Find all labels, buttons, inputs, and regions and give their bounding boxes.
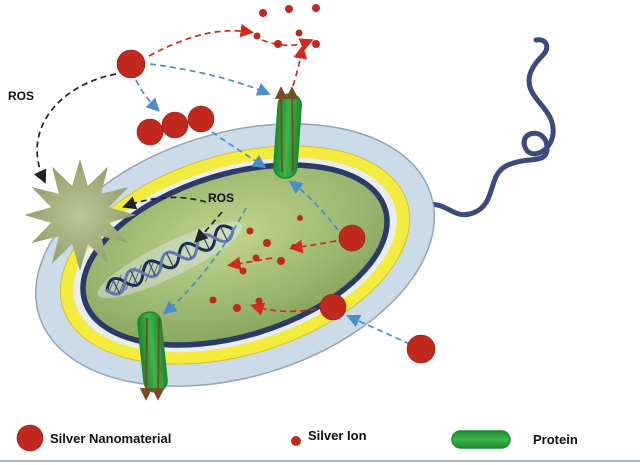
silver-nanoparticle [116,49,146,79]
silver-ion [233,304,241,312]
protein-channel-bottom-flux [139,317,165,401]
silver-ion [246,227,254,235]
arrow-cluster-to-membrane [211,131,267,169]
silver-nanoparticle [187,105,215,133]
silver-ions-released [253,4,320,48]
bacterial-cell [34,123,436,387]
silver-ion [209,296,217,304]
legend-silver-nanomaterial-icon [16,424,44,452]
legend-protein-label: Protein [533,432,578,447]
legend-silver-ion-label: Silver Ion [308,428,367,443]
bottom-border-line [0,460,640,462]
silver-ion [259,9,267,17]
arrow-ros-inner-to-dna [194,211,223,243]
arrow-ros-to-membrane [33,73,117,184]
silver-nanoparticle [161,111,189,139]
silver-ion [297,215,303,221]
arrow-outside-nano-uptake [346,314,411,345]
cytoplasm-inner-membrane [80,162,390,348]
silver-ion [255,297,263,305]
silver-nanoparticle [319,293,347,321]
dna-strand-b [105,227,235,296]
ros-label-outer: ROS [8,89,34,103]
protein-channel-top-flux [274,86,299,173]
silver-ion [239,267,247,275]
silver-ion [295,29,303,37]
silver-nanoparticle [406,334,436,364]
flagellum [418,37,556,218]
silver-ion [274,40,282,48]
membrane-damage-burst [24,159,136,271]
legend: Silver Nanomaterial Silver Ion Protein [16,424,578,452]
silver-ion [312,4,320,12]
arrow-ion-release-top [148,23,255,57]
arrow-ros-inner-to-burst [122,196,207,210]
arrow-inner-nano-to-protein [288,180,339,231]
protein-channel-top [273,93,302,179]
arrow-ion-to-dna [226,256,273,271]
arrow-ion-efflux-protein-top [292,44,308,87]
silver-nanoparticle [338,224,366,252]
legend-protein-icon [451,430,511,449]
silver-ion [312,40,320,48]
ros-label-inner: ROS [208,191,234,205]
dna-hatch-ribbon [107,260,164,293]
arrow-nano-to-protein-top [149,63,271,96]
silver-ion [263,239,271,247]
silver-ion [291,244,297,250]
silver-nanoparticle [136,118,164,146]
arrow-ion-release-bottom [250,302,317,316]
legend-silver-nanomaterial-label: Silver Nanomaterial [50,431,171,446]
silver-ion [277,257,285,265]
arrow-to-protein-bottom [162,207,247,315]
silver-ion [252,254,260,262]
arrow-ion-spread-top [261,38,314,51]
silver-nanoparticles [116,49,436,364]
legend-silver-ion-icon [291,436,301,446]
arrow-nano-to-cluster [135,79,160,112]
silver-ion [253,32,261,40]
silver-ions-intracellular [209,215,303,312]
silver-ion [285,5,293,13]
